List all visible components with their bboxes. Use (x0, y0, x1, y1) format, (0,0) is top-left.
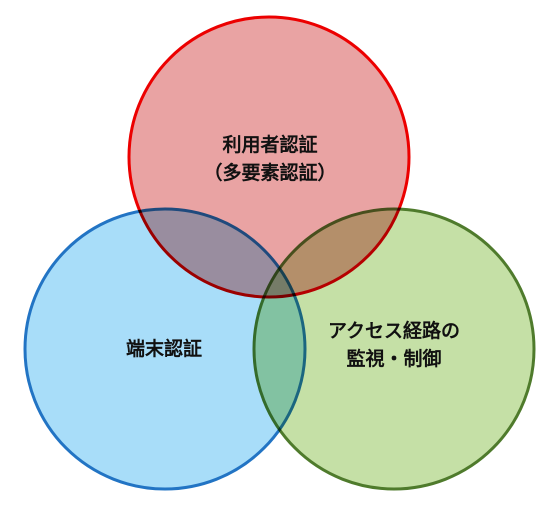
user-auth-label-line-2: （多要素認証） (203, 162, 337, 184)
access-path-label-line-2: 監視・制御 (346, 348, 442, 370)
user-auth-label-line-1: 利用者認証 (222, 134, 318, 156)
device-auth-label-line-1: 端末認証 (125, 338, 202, 360)
user-auth-label: 利用者認証 （多要素認証） (188, 131, 352, 187)
device-auth-label: 端末認証 (96, 335, 232, 363)
access-path-label: アクセス経路の 監視・制御 (302, 317, 486, 373)
access-path-circle (252, 207, 536, 491)
access-path-label-line-1: アクセス経路の (327, 320, 461, 342)
